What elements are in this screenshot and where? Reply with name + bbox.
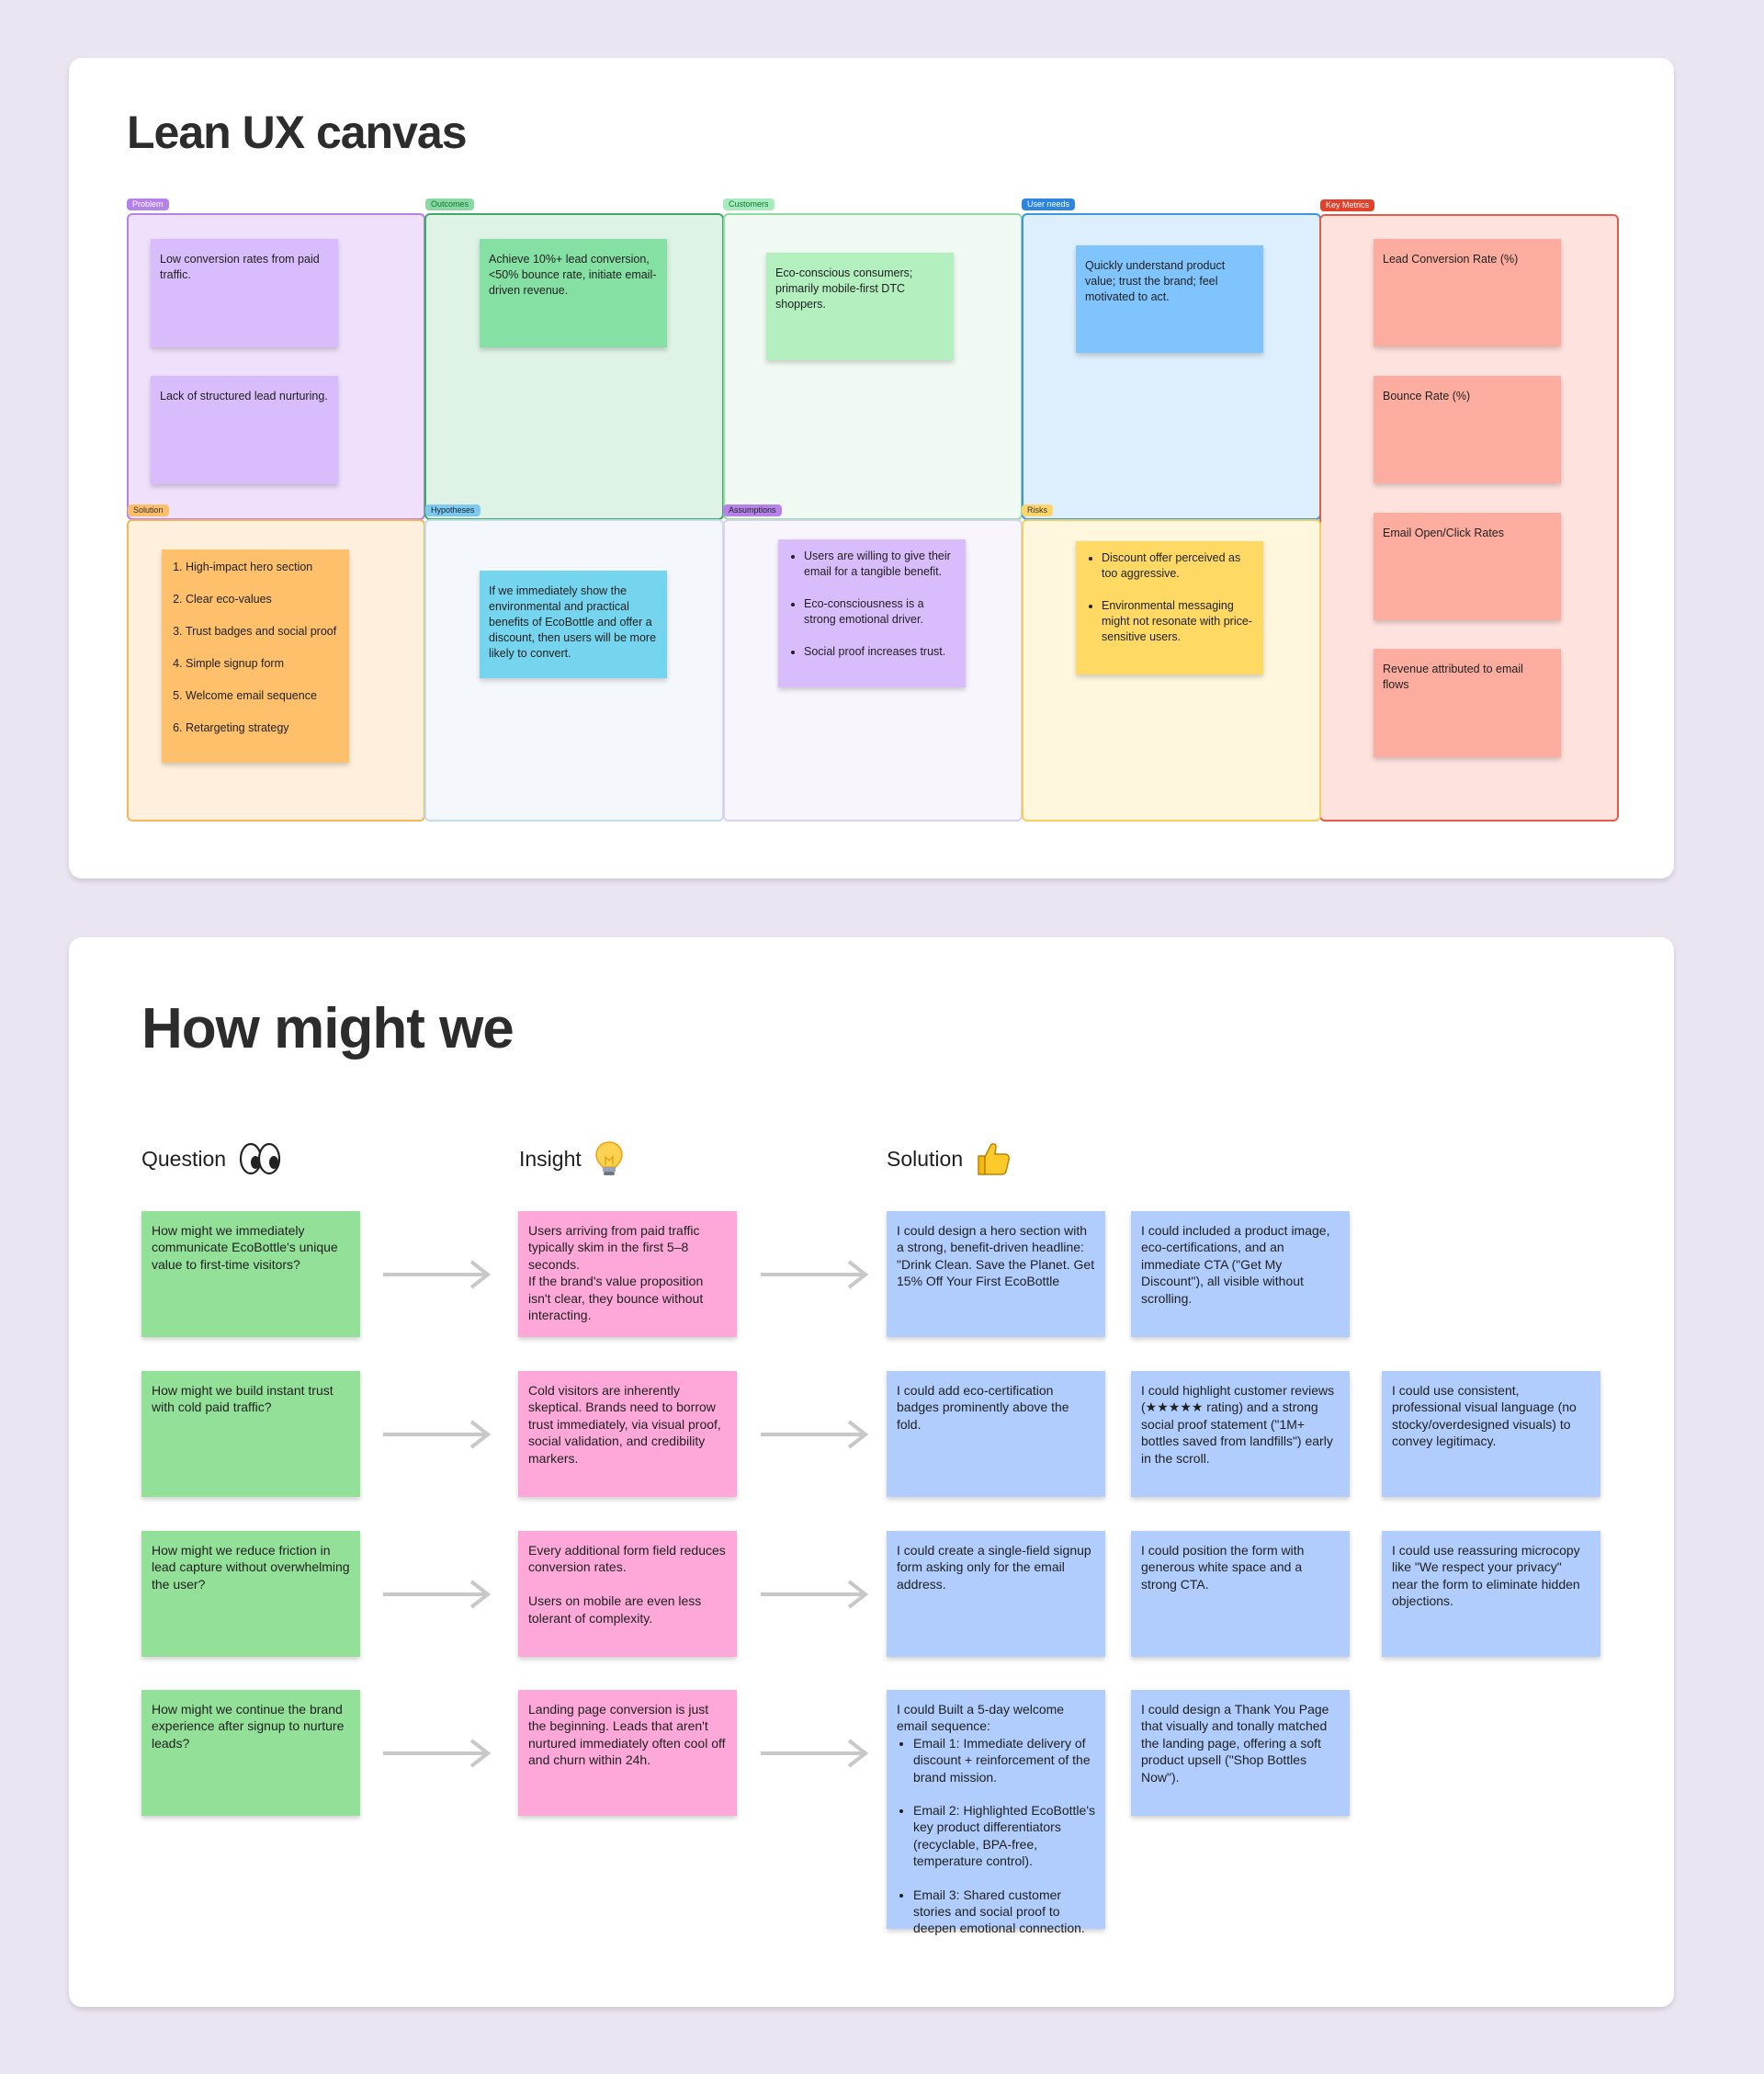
solution-sticky[interactable]: High-impact hero section Clear eco-value… [162,550,349,763]
solution-sticky[interactable]: I could use consistent, professional vis… [1382,1371,1600,1497]
sticky-note[interactable]: Bounce Rate (%) [1374,376,1561,483]
lean-ux-canvas-card: Lean UX canvas Problem Low conversion ra… [69,58,1674,878]
list-item: High-impact hero section [186,560,340,575]
solution-sticky[interactable]: I could design a Thank You Page that vis… [1131,1690,1350,1816]
eyes-icon [239,1142,281,1175]
how-might-we-card: How might we Question Insight Solution H… [69,937,1674,2007]
sticky-note[interactable]: Quickly understand product value; trust … [1076,245,1263,353]
sticky-note[interactable]: Lack of structured lead nurturing. [151,376,338,484]
solution-sticky[interactable]: I could create a single-field signup for… [887,1531,1105,1657]
assumptions-sticky[interactable]: Users are willing to give their email fo… [778,539,966,687]
question-sticky[interactable]: How might we immediately communicate Eco… [141,1211,360,1337]
list-item: Welcome email sequence [186,688,340,704]
question-label: Question [141,1146,227,1171]
arrow-icon [383,1580,492,1609]
list-item: Discount offer perceived as too aggressi… [1102,550,1254,582]
list-item: Clear eco-values [186,592,340,607]
list-item: Email 1: Immediate delivery of discount … [913,1735,1095,1785]
insight-sticky[interactable]: Cold visitors are inherently skeptical. … [518,1371,737,1497]
insight-sticky[interactable]: Every additional form field reduces conv… [518,1531,737,1657]
solution-sticky[interactable]: I could design a hero section with a str… [887,1211,1105,1337]
arrow-icon [761,1260,869,1289]
list-item: Retargeting strategy [186,720,340,736]
hmw-title: How might we [141,997,514,1060]
arrow-icon [761,1420,869,1449]
list-item: Users are willing to give their email fo… [804,549,956,580]
column-header-question: Question [141,1140,281,1177]
column-header-insight: Insight [519,1140,624,1177]
list-item: Environmental messaging might not resona… [1102,598,1254,645]
user-needs-tag: User needs [1022,198,1076,210]
list-item: Email 2: Highlighted EcoBottle's key pro… [913,1802,1095,1870]
risks-tag: Risks [1022,504,1053,516]
risks-sticky[interactable]: Discount offer perceived as too aggressi… [1076,541,1263,674]
solution-sticky[interactable]: I could add eco-certification badges pro… [887,1371,1105,1497]
email-sequence-list: Email 1: Immediate delivery of discount … [897,1735,1095,1937]
outcomes-tag: Outcomes [425,198,475,210]
sticky-note[interactable]: Low conversion rates from paid traffic. [151,239,338,347]
key-metrics-tag: Key Metrics [1320,199,1375,211]
customers-tag: Customers [723,198,775,210]
solution-sticky[interactable]: I could position the form with generous … [1131,1531,1350,1657]
sticky-note[interactable]: Email Open/Click Rates [1374,513,1561,620]
risks-list: Discount offer perceived as too aggressi… [1085,550,1254,645]
solution-sticky[interactable]: I could included a product image, eco-ce… [1131,1211,1350,1337]
lightbulb-icon [595,1141,623,1175]
list-item: Simple signup form [186,656,340,672]
thumbs-up-icon [978,1143,1011,1175]
hypotheses-tag: Hypotheses [425,504,481,516]
canvas-title: Lean UX canvas [127,107,468,158]
list-item: Email 3: Shared customer stories and soc… [913,1887,1095,1937]
sticky-note[interactable]: Revenue attributed to email flows [1374,649,1561,757]
problem-tag: Problem [127,198,169,210]
question-sticky[interactable]: How might we build instant trust with co… [141,1371,360,1497]
question-sticky[interactable]: How might we reduce friction in lead cap… [141,1531,360,1657]
solution-sticky[interactable]: I could use reassuring microcopy like "W… [1382,1531,1600,1657]
solution-tag: Solution [128,504,169,516]
sticky-note[interactable]: Achieve 10%+ lead conversion, <50% bounc… [480,239,667,347]
insight-sticky[interactable]: Users arriving from paid traffic typical… [518,1211,737,1337]
sticky-note[interactable]: Eco-conscious consumers; primarily mobil… [766,253,954,360]
arrow-icon [761,1580,869,1609]
sticky-note[interactable]: Lead Conversion Rate (%) [1374,239,1561,346]
arrow-icon [383,1739,492,1768]
solution-intro: I could Built a 5-day welcome email sequ… [897,1702,1065,1734]
arrow-icon [383,1420,492,1449]
solution-list: High-impact hero section Clear eco-value… [171,560,340,736]
insight-sticky[interactable]: Landing page conversion is just the begi… [518,1690,737,1816]
arrow-icon [383,1260,492,1289]
sticky-note[interactable]: If we immediately show the environmental… [480,571,667,678]
list-item: Trust badges and social proof [186,624,340,640]
solution-sticky-email-sequence[interactable]: I could Built a 5-day welcome email sequ… [887,1690,1105,1935]
arrow-icon [761,1739,869,1768]
column-header-solution: Solution [887,1140,1011,1177]
list-item: Social proof increases trust. [804,644,956,660]
insight-label: Insight [519,1146,582,1171]
assumptions-list: Users are willing to give their email fo… [787,549,956,660]
list-item: Eco-consciousness is a strong emotional … [804,596,956,628]
assumptions-tag: Assumptions [723,504,782,516]
question-sticky[interactable]: How might we continue the brand experien… [141,1690,360,1816]
solution-label: Solution [887,1146,964,1171]
solution-sticky[interactable]: I could highlight customer reviews (★★★★… [1131,1371,1350,1497]
